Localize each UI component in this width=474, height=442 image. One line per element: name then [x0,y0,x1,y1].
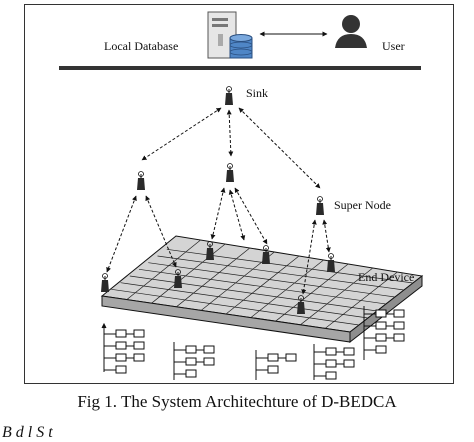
end-device-icon [100,273,110,293]
device-cluster [101,322,145,374]
database-icon [229,34,253,59]
sink-label: Sink [246,86,269,100]
end-device-icon [296,295,306,315]
cut-off-text: B d l S t [2,424,53,441]
end-device-icon [326,253,336,273]
end-device-label: End Device [358,270,415,284]
end-device-icon [261,245,271,265]
super-node-tower-icon [136,171,146,191]
user-icon [335,15,367,48]
end-device-icon [173,269,183,289]
device-cluster [363,306,405,360]
super-node-label: Super Node [334,198,391,212]
device-cluster [313,344,355,380]
device-cluster [255,350,297,380]
backbone-bar [59,66,421,70]
local-database-label: Local Database [104,39,179,53]
super-node-tower-icon [315,196,325,216]
figure-caption: Fig 1. The System Architechture of D-BED… [77,392,397,411]
super-node-tower-icon [225,163,235,183]
architecture-diagram [59,11,424,380]
end-device-icon [205,241,215,261]
diagram-frame [24,4,454,384]
user-label: User [382,39,405,53]
sink-tower-icon [224,86,234,106]
device-cluster [173,342,215,380]
